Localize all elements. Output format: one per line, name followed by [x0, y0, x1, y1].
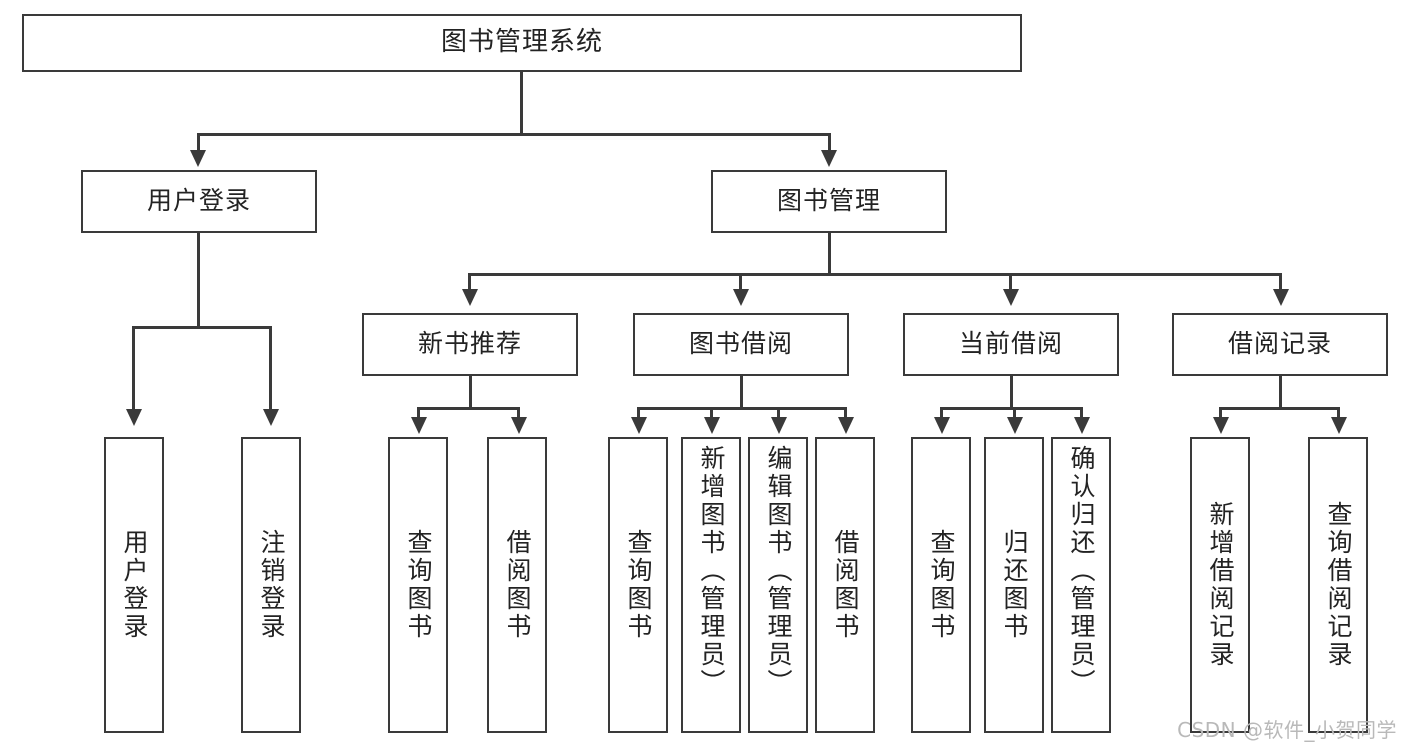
- connector-to-leaf-query-book-2: [637, 407, 640, 419]
- connector-book-manage-bus: [468, 273, 1282, 276]
- node-label: 新增图书（管理员）: [697, 445, 726, 697]
- node-label: 查询图书: [404, 529, 433, 641]
- node-root-system[interactable]: 图书管理系统: [22, 14, 1022, 72]
- node-leaf-borrow-book-2[interactable]: 借阅图书: [815, 437, 875, 733]
- arrow-to-leaf-add-borrow-record: [1213, 417, 1229, 434]
- node-book-borrow[interactable]: 图书借阅: [633, 313, 849, 376]
- connector-to-leaf-return-book: [1013, 407, 1016, 419]
- node-label: 注销登录: [257, 529, 286, 641]
- connector-to-new-book-recommend: [468, 273, 471, 291]
- connector-to-book-manage: [828, 133, 831, 153]
- arrow-to-leaf-confirm-return: [1074, 417, 1090, 434]
- arrow-to-leaf-query-book-3: [934, 417, 950, 434]
- node-book-manage[interactable]: 图书管理: [711, 170, 947, 233]
- node-leaf-user-login[interactable]: 用户登录: [104, 437, 164, 733]
- node-label: 确认归还（管理员）: [1067, 445, 1096, 697]
- node-label: 用户登录: [146, 186, 251, 216]
- connector-new-book-recommend-bus: [417, 407, 520, 410]
- node-label: 新书推荐: [417, 329, 522, 359]
- connector-to-leaf-query-book-1: [417, 407, 420, 419]
- node-user-login[interactable]: 用户登录: [81, 170, 317, 233]
- node-leaf-query-book-3[interactable]: 查询图书: [911, 437, 971, 733]
- connector-borrow-record-bus: [1219, 407, 1339, 410]
- node-leaf-logout[interactable]: 注销登录: [241, 437, 301, 733]
- node-leaf-borrow-book-1[interactable]: 借阅图书: [487, 437, 547, 733]
- connector-book-borrow-bus: [637, 407, 845, 410]
- node-current-borrow[interactable]: 当前借阅: [903, 313, 1119, 376]
- node-borrow-record[interactable]: 借阅记录: [1172, 313, 1388, 376]
- node-leaf-query-book-1[interactable]: 查询图书: [388, 437, 448, 733]
- connector-to-leaf-query-borrow-record: [1337, 407, 1340, 419]
- node-leaf-edit-book[interactable]: 编辑图书（管理员）: [748, 437, 808, 733]
- connector-current-borrow-stem: [1010, 376, 1013, 409]
- arrow-to-leaf-user-login: [126, 409, 142, 426]
- node-label: 查询图书: [624, 529, 653, 641]
- node-leaf-add-borrow-record[interactable]: 新增借阅记录: [1190, 437, 1250, 733]
- arrow-to-new-book-recommend: [462, 289, 478, 306]
- node-label: 查询图书: [927, 529, 956, 641]
- connector-to-leaf-add-book: [710, 407, 713, 419]
- connector-current-borrow-bus: [940, 407, 1081, 410]
- connector-to-leaf-borrow-book-1: [517, 407, 520, 419]
- node-label: 借阅图书: [831, 529, 860, 641]
- node-label: 归还图书: [1000, 529, 1029, 641]
- arrow-to-book-borrow: [733, 289, 749, 306]
- connector-to-leaf-add-borrow-record: [1219, 407, 1222, 419]
- connector-book-borrow-stem: [740, 376, 743, 409]
- arrow-to-borrow-record: [1273, 289, 1289, 306]
- connector-root-bus: [197, 133, 829, 136]
- node-leaf-query-book-2[interactable]: 查询图书: [608, 437, 668, 733]
- connector-to-current-borrow: [1009, 273, 1012, 291]
- arrow-to-current-borrow: [1003, 289, 1019, 306]
- node-label: 借阅图书: [503, 529, 532, 641]
- node-label: 编辑图书（管理员）: [764, 445, 793, 697]
- node-label: 图书借阅: [688, 329, 793, 359]
- connector-to-leaf-logout: [269, 326, 272, 411]
- node-label: 图书管理系统: [440, 27, 603, 58]
- arrow-to-leaf-return-book: [1007, 417, 1023, 434]
- node-label: 用户登录: [120, 529, 149, 641]
- connector-to-leaf-borrow-book-2: [844, 407, 847, 419]
- connector-to-leaf-user-login: [132, 326, 135, 411]
- node-label: 当前借阅: [958, 329, 1063, 359]
- arrow-to-leaf-query-borrow-record: [1331, 417, 1347, 434]
- node-leaf-return-book[interactable]: 归还图书: [984, 437, 1044, 733]
- node-leaf-query-borrow-record[interactable]: 查询借阅记录: [1308, 437, 1368, 733]
- connector-borrow-record-stem: [1279, 376, 1282, 409]
- arrow-to-leaf-query-book-1: [411, 417, 427, 434]
- arrow-to-leaf-edit-book: [771, 417, 787, 434]
- node-leaf-confirm-return[interactable]: 确认归还（管理员）: [1051, 437, 1111, 733]
- arrow-to-leaf-logout: [263, 409, 279, 426]
- node-new-book-recommend[interactable]: 新书推荐: [362, 313, 578, 376]
- connector-to-user-login: [197, 133, 200, 153]
- node-label: 图书管理: [776, 186, 881, 216]
- node-leaf-add-book[interactable]: 新增图书（管理员）: [681, 437, 741, 733]
- connector-to-leaf-confirm-return: [1080, 407, 1083, 419]
- connector-new-book-recommend-stem: [469, 376, 472, 409]
- connector-user-login-bus: [132, 326, 271, 329]
- connector-root-stem: [520, 72, 523, 134]
- connector-user-login-stem: [197, 233, 200, 328]
- node-label: 借阅记录: [1227, 329, 1332, 359]
- arrow-to-leaf-borrow-book-2: [838, 417, 854, 434]
- connector-to-book-borrow: [739, 273, 742, 291]
- connector-book-manage-stem: [828, 233, 831, 275]
- arrow-to-leaf-query-book-2: [631, 417, 647, 434]
- node-label: 查询借阅记录: [1324, 501, 1353, 669]
- connector-to-borrow-record: [1279, 273, 1282, 291]
- node-label: 新增借阅记录: [1206, 501, 1235, 669]
- arrow-to-user-login: [190, 150, 206, 167]
- arrow-to-book-manage: [821, 150, 837, 167]
- arrow-to-leaf-borrow-book-1: [511, 417, 527, 434]
- connector-to-leaf-query-book-3: [940, 407, 943, 419]
- connector-to-leaf-edit-book: [777, 407, 780, 419]
- arrow-to-leaf-add-book: [704, 417, 720, 434]
